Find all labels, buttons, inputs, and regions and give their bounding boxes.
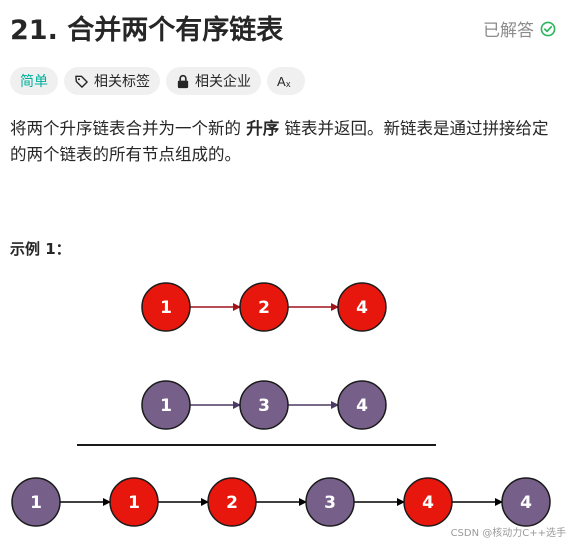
merged-node-value: 1 — [30, 493, 42, 513]
svg-text:A: A — [277, 74, 286, 89]
list2-node-value: 3 — [258, 396, 270, 416]
description-text-2: 链表并返回。新链表是通过拼接给定的两个链表的所有节点组成的。 — [10, 119, 549, 164]
translate-icon: A x — [277, 74, 291, 89]
list2-node: 3 — [239, 380, 289, 430]
list1-node: 1 — [141, 282, 191, 332]
list2-node: 1 — [141, 380, 191, 430]
description-text: 将两个升序链表合并为一个新的 — [10, 119, 247, 138]
difficulty-tag[interactable]: 简单 — [10, 67, 58, 95]
lock-icon — [177, 74, 189, 88]
list1-node-value: 2 — [258, 298, 270, 318]
header: 21. 合并两个有序链表 已解答 — [10, 8, 562, 48]
description-bold: 升序 — [246, 119, 280, 138]
translate-button[interactable]: A x — [267, 67, 305, 95]
merged-node-value: 4 — [422, 493, 434, 513]
merged-node-value: 4 — [520, 493, 532, 513]
related-tags-button[interactable]: 相关标签 — [64, 67, 160, 95]
solved-status: 已解答 — [483, 16, 556, 41]
tag-bar: 简单 相关标签 相关企业 A x — [10, 67, 305, 95]
check-circle-icon — [540, 21, 556, 36]
merged-node-value: 2 — [226, 493, 238, 513]
watermark: CSDN @核动力C++选手 — [450, 528, 566, 539]
example-heading: 示例 1： — [10, 240, 71, 258]
merged-node: 3 — [305, 477, 355, 527]
tag-icon — [75, 75, 88, 88]
related-companies-button[interactable]: 相关企业 — [166, 67, 261, 95]
merged-node-value: 3 — [324, 493, 336, 513]
list2-node-value: 4 — [356, 396, 368, 416]
merged-node: 4 — [403, 477, 453, 527]
list1-node-value: 1 — [160, 298, 172, 318]
solved-label: 已解答 — [483, 21, 534, 41]
merged-node: 2 — [207, 477, 257, 527]
merged-node: 1 — [11, 477, 61, 527]
linked-list-diagram: 1 2 4 1 3 4 1 1 2 3 4 4 — [11, 282, 551, 527]
difficulty-label: 简单 — [20, 74, 48, 90]
merged-node: 1 — [109, 477, 159, 527]
list1-node-value: 4 — [356, 298, 368, 318]
merged-node: 4 — [501, 477, 551, 527]
list1-node: 2 — [239, 282, 289, 332]
related-tags-label: 相关标签 — [94, 74, 150, 90]
svg-text:x: x — [286, 79, 291, 89]
list1-node: 4 — [337, 282, 387, 332]
list2-node: 4 — [337, 380, 387, 430]
problem-description: 将两个升序链表合并为一个新的 升序 链表并返回。新链表是通过拼接给定的两个链表的… — [10, 116, 562, 168]
list2-node-value: 1 — [160, 396, 172, 416]
page-title: 21. 合并两个有序链表 — [10, 15, 284, 46]
related-companies-label: 相关企业 — [195, 74, 251, 90]
merged-node-value: 1 — [128, 493, 140, 513]
